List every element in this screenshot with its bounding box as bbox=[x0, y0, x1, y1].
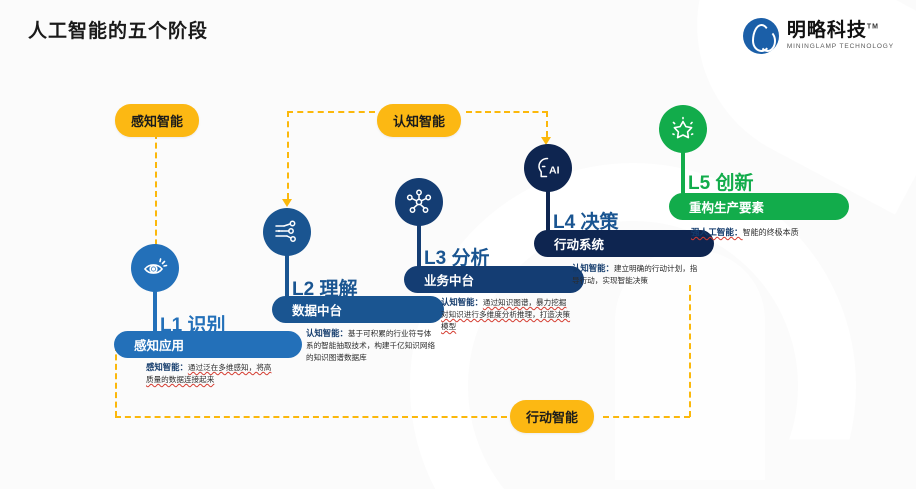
svg-text:AI: AI bbox=[549, 165, 560, 177]
route-cognition-left-vertical bbox=[287, 111, 289, 199]
route-cognition-left-horizontal bbox=[287, 111, 375, 113]
eye-icon bbox=[131, 244, 179, 292]
level-l3-bar[interactable]: 业务中台 bbox=[404, 266, 584, 293]
route-cognition-right-arrow bbox=[541, 137, 551, 145]
ai-head-icon: AI bbox=[524, 144, 572, 192]
level-l4-stem bbox=[546, 188, 550, 234]
level-l1-title: L1 识别 bbox=[160, 315, 226, 336]
level-l3-stem bbox=[417, 222, 421, 268]
level-l5-title: L5 创新 bbox=[688, 173, 754, 194]
brand-name-cn: 明略科技 bbox=[786, 20, 867, 42]
route-action-left-vertical bbox=[115, 345, 117, 417]
page-title: 人工智能的五个阶段 bbox=[28, 21, 209, 42]
level-l1-stem bbox=[153, 288, 157, 334]
phase-pill-cognition[interactable]: 认知智能 bbox=[377, 104, 462, 137]
phase-pill-action[interactable]: 行动智能 bbox=[510, 400, 595, 433]
brand-logo: 明略科技TM MININGLAMP TECHNOLOGY bbox=[742, 18, 894, 54]
brand-logo-text: 明略科技TM MININGLAMP TECHNOLOGY bbox=[787, 21, 894, 51]
phase-pill-perception[interactable]: 感知智能 bbox=[115, 104, 200, 137]
data-nodes-icon bbox=[263, 208, 311, 256]
route-action-right-vertical bbox=[689, 285, 691, 417]
brand-name-en: MININGLAMP TECHNOLOGY bbox=[786, 43, 894, 51]
level-l5-stem bbox=[681, 149, 685, 195]
route-action-bottom-left bbox=[115, 416, 507, 418]
route-action-bottom-right bbox=[603, 416, 690, 418]
level-l2-description: 认知智能：基于可积累的行业符号体系的智能抽取技术，构建千亿知识网络的知识图谱数据… bbox=[306, 328, 436, 362]
trademark-icon: TM bbox=[866, 23, 879, 31]
level-l3-title: L3 分析 bbox=[424, 248, 490, 269]
level-l4-bar[interactable]: 行动系统 bbox=[534, 230, 714, 257]
level-l1-description: 感知智能：通过泛在多维感知，将高质量的数据连接起来 bbox=[146, 362, 272, 385]
route-cognition-right-horizontal bbox=[466, 111, 548, 113]
level-l2-bar[interactable]: 数据中台 bbox=[272, 296, 444, 323]
level-l3-description: 认知智能：通过知识图谱，暴力挖掘对知识进行多维度分析推理，打造决策模型 bbox=[441, 297, 571, 331]
level-l2-stem bbox=[285, 252, 289, 298]
level-l2-title: L2 理解 bbox=[292, 279, 358, 300]
route-cognition-right-vertical bbox=[546, 111, 548, 137]
star-sparkle-icon bbox=[659, 105, 707, 153]
level-l5-bar[interactable]: 重构生产要素 bbox=[669, 193, 849, 220]
mininglamp-mark-icon bbox=[742, 18, 779, 54]
level-l4-title: L4 决策 bbox=[553, 212, 619, 233]
level-l5-description: 强人工智能：智能的终极本质 bbox=[691, 227, 799, 237]
route-cognition-left-arrow bbox=[282, 199, 292, 207]
level-l4-description: 认知智能：建立明确的行动计划，指导行动，实现智能决策 bbox=[572, 263, 698, 286]
network-graph-icon bbox=[395, 178, 443, 226]
route-perception-vertical bbox=[155, 133, 157, 255]
level-l1-bar[interactable]: 感知应用 bbox=[114, 331, 302, 358]
